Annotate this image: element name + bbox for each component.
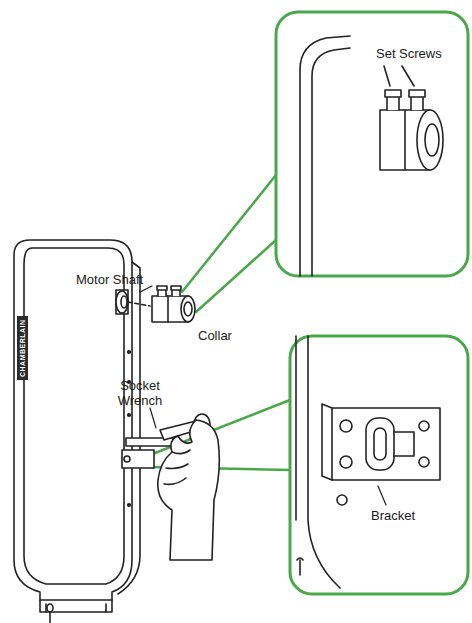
part-label: Bracket: [371, 508, 415, 523]
part-label: Collar: [198, 328, 232, 343]
part-label: Set Screws: [376, 46, 442, 61]
part-label: Socket Wrench: [112, 378, 168, 408]
brand-logo: CHAMBERLAIN: [17, 316, 28, 380]
part-label: Motor Shaft: [76, 272, 143, 287]
